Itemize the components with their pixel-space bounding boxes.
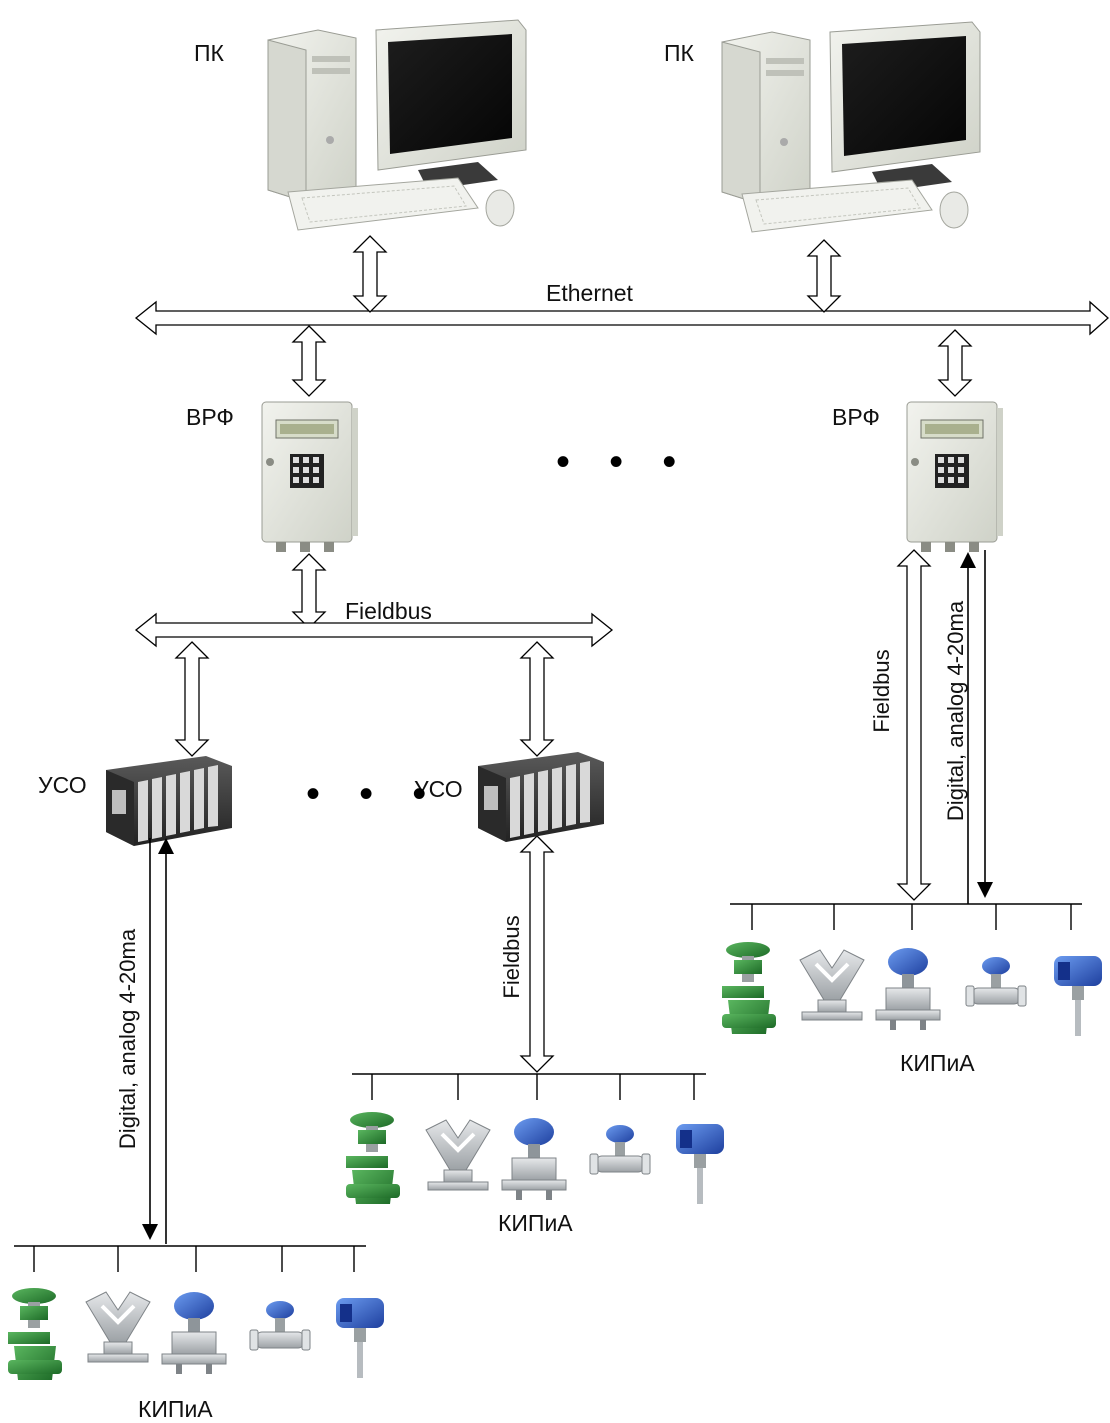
ellipsis-uso: • • • — [306, 772, 441, 816]
device-bus-right — [730, 903, 1082, 930]
fieldbus-uso-label: Fieldbus — [499, 915, 524, 999]
fieldbus-uso-left-link — [174, 641, 210, 757]
vrf-right-fieldbus-link — [896, 549, 932, 901]
valve-icon — [722, 942, 776, 1034]
temperature-transmitter-icon — [1054, 956, 1102, 1036]
fieldbus-bus — [134, 612, 614, 648]
uso-right-label: УСО — [414, 776, 463, 802]
ethernet-vrf-left-link — [291, 325, 327, 397]
fieldbus-bus-label: Fieldbus — [345, 598, 432, 624]
temperature-transmitter-icon — [676, 1124, 724, 1204]
fieldbus-uso-right-link — [519, 641, 555, 757]
ethernet-label: Ethernet — [546, 280, 633, 306]
pc-right-ethernet-link — [806, 239, 842, 313]
pressure-transmitter-icon — [875, 947, 941, 1031]
ellipsis-vrf: • • • — [556, 440, 691, 484]
pressure-transmitter-icon — [161, 1291, 227, 1375]
pc-right-label: ПК — [664, 40, 694, 66]
kipia-middle-devices — [346, 1112, 724, 1204]
pressure-transmitter-icon — [501, 1117, 567, 1201]
digital-analog-left-label: Digital, analog 4-20ma — [115, 928, 140, 1150]
coriolis-flowmeter-icon — [84, 1290, 152, 1364]
kipia-left-label: КИПиА — [138, 1396, 213, 1422]
uso-right-icon — [478, 752, 604, 842]
kipia-left-devices — [8, 1288, 384, 1380]
valve-icon — [8, 1288, 62, 1380]
device-bus-left — [14, 1245, 366, 1272]
valve-icon — [346, 1112, 400, 1204]
kipia-right-label: КИПиА — [900, 1050, 975, 1076]
vrf-right-label: ВРФ — [832, 404, 880, 430]
vrf-left-fieldbus-link — [291, 553, 327, 629]
pc-left-ethernet-link — [352, 235, 388, 313]
kipia-middle-label: КИПиА — [498, 1210, 573, 1236]
vrf-left-label: ВРФ — [186, 404, 234, 430]
pc-left-label: ПК — [194, 40, 224, 66]
uso-right-fieldbus-link — [519, 835, 555, 1073]
pc-right-icon — [721, 21, 981, 233]
inline-transmitter-icon — [249, 1300, 311, 1351]
vrf-right-icon — [906, 401, 1004, 553]
coriolis-flowmeter-icon — [424, 1118, 492, 1192]
temperature-transmitter-icon — [336, 1298, 384, 1378]
ethernet-bus — [134, 300, 1109, 336]
kipia-right-devices — [722, 942, 1102, 1036]
inline-transmitter-icon — [589, 1124, 651, 1175]
vrf-left-icon — [261, 401, 359, 553]
fieldbus-vrf-label: Fieldbus — [869, 649, 894, 733]
digital-analog-right-label: Digital, analog 4-20ma — [943, 600, 968, 822]
device-bus-middle — [352, 1073, 706, 1100]
inline-transmitter-icon — [965, 956, 1027, 1007]
uso-left-icon — [106, 756, 232, 846]
uso-left-label: УСО — [38, 772, 87, 798]
pc-left-icon — [267, 19, 527, 231]
coriolis-flowmeter-icon — [798, 948, 866, 1022]
ethernet-vrf-right-link — [937, 329, 973, 397]
